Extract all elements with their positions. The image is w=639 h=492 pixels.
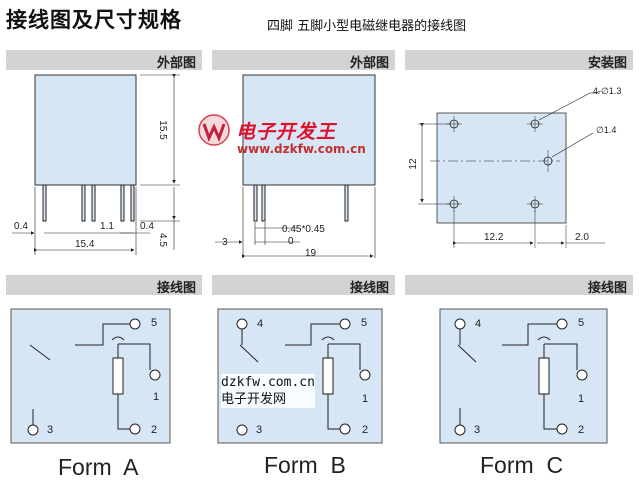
terminal-1 [576,369,588,381]
terminal-4 [236,318,248,330]
svg-text:3: 3 [47,424,53,436]
terminal-5 [339,318,351,330]
panel-label: 安装图 [587,56,627,71]
dim-height-label: 15.5 [157,120,168,140]
relay-body-side [242,74,376,186]
svg-text:5: 5 [578,317,584,329]
page-subtitle: 四脚 五脚小型电磁继电器的接线图 [267,19,467,34]
outline-side-view [215,74,376,258]
dim-zero-label: 0 [288,236,294,247]
svg-text:3: 3 [256,424,262,436]
terminal-2 [339,423,351,435]
panel-header-outline-front: 外部图 [6,50,202,71]
mount-height-label: 12 [408,158,419,170]
coil [322,357,334,395]
watermark-logo: 电子开发王 www.dzkfw.com.cn [198,114,366,156]
mount-holes-label: 4-∅1.3 [593,86,621,96]
panel-header-outline-side: 外部图 [212,50,395,71]
svg-text:2: 2 [578,424,584,436]
dim-pin-size-label: 0.45*0.45 [282,224,325,235]
watermark-logo-text: 电子开发王 [236,121,337,143]
coil [112,357,124,395]
wiring-form-c [439,308,608,444]
dim-right-pin-label: 0.4 [140,221,154,232]
watermark-logo-url: www.dzkfw.com.cn [237,142,366,156]
svg-text:4: 4 [475,318,481,330]
form-b-label: Form B [264,452,346,478]
page-title: 接线图及尺寸规格 [6,8,182,32]
dim-offset-label: 3 [222,237,228,248]
terminal-2 [556,423,568,435]
dim-side-width-label: 19 [305,248,317,259]
mount-hole-label: ∅1.4 [596,125,616,135]
terminal-1 [359,369,371,381]
terminal-1 [149,369,161,381]
svg-text:1: 1 [153,391,159,403]
svg-text:2: 2 [151,424,157,436]
dim-left-pin-label: 0.4 [14,221,28,232]
svg-text:1: 1 [362,393,368,405]
panel-header-mounting: 安装图 [405,50,633,71]
svg-text:2: 2 [362,424,368,436]
terminal-3 [27,424,39,436]
dim-width-label: 15.4 [75,239,95,250]
panel-label: 接线图 [156,281,196,296]
svg-text:5: 5 [151,317,157,329]
panel-header-wiring-c: 接线图 [405,275,633,296]
terminal-3 [236,424,248,436]
outline-front-view [12,74,180,255]
panel-label: 外部图 [349,56,389,71]
terminal-3 [454,424,466,436]
watermark-site: dzkfw.com.cn 电子开发网 [221,374,315,408]
svg-text:4: 4 [257,318,263,330]
mounting-view [418,92,605,248]
mount-edge-label: 2.0 [575,232,589,243]
w-logo-icon [198,114,230,146]
mounting-board [436,112,567,224]
svg-text:1: 1 [578,393,584,405]
armature [29,344,51,361]
svg-text:5: 5 [361,317,367,329]
panel-label: 接线图 [349,281,389,296]
panel-header-wiring-a: 接线图 [6,275,202,296]
terminal-2 [129,423,141,435]
terminal-5 [556,318,568,330]
terminal-5 [129,318,141,330]
form-c-label: Form C [480,452,563,478]
watermark-site-url: dzkfw.com.cn [221,375,315,390]
watermark-site-name: 电子开发网 [221,392,287,407]
panel-label: 外部图 [156,56,196,71]
panel-header-wiring-b: 接线图 [212,275,395,296]
dim-pitch-label: 1.1 [100,221,114,232]
wiring-form-a [10,308,171,444]
relay-body-front [34,74,137,186]
terminal-4 [454,318,466,330]
panel-label: 接线图 [587,281,627,296]
form-a-label: Form A [58,454,139,480]
mount-pitch-label: 12.2 [484,232,504,243]
dim-pin-length-label: 4.5 [157,233,168,247]
coil [538,357,550,395]
svg-text:3: 3 [474,424,480,436]
